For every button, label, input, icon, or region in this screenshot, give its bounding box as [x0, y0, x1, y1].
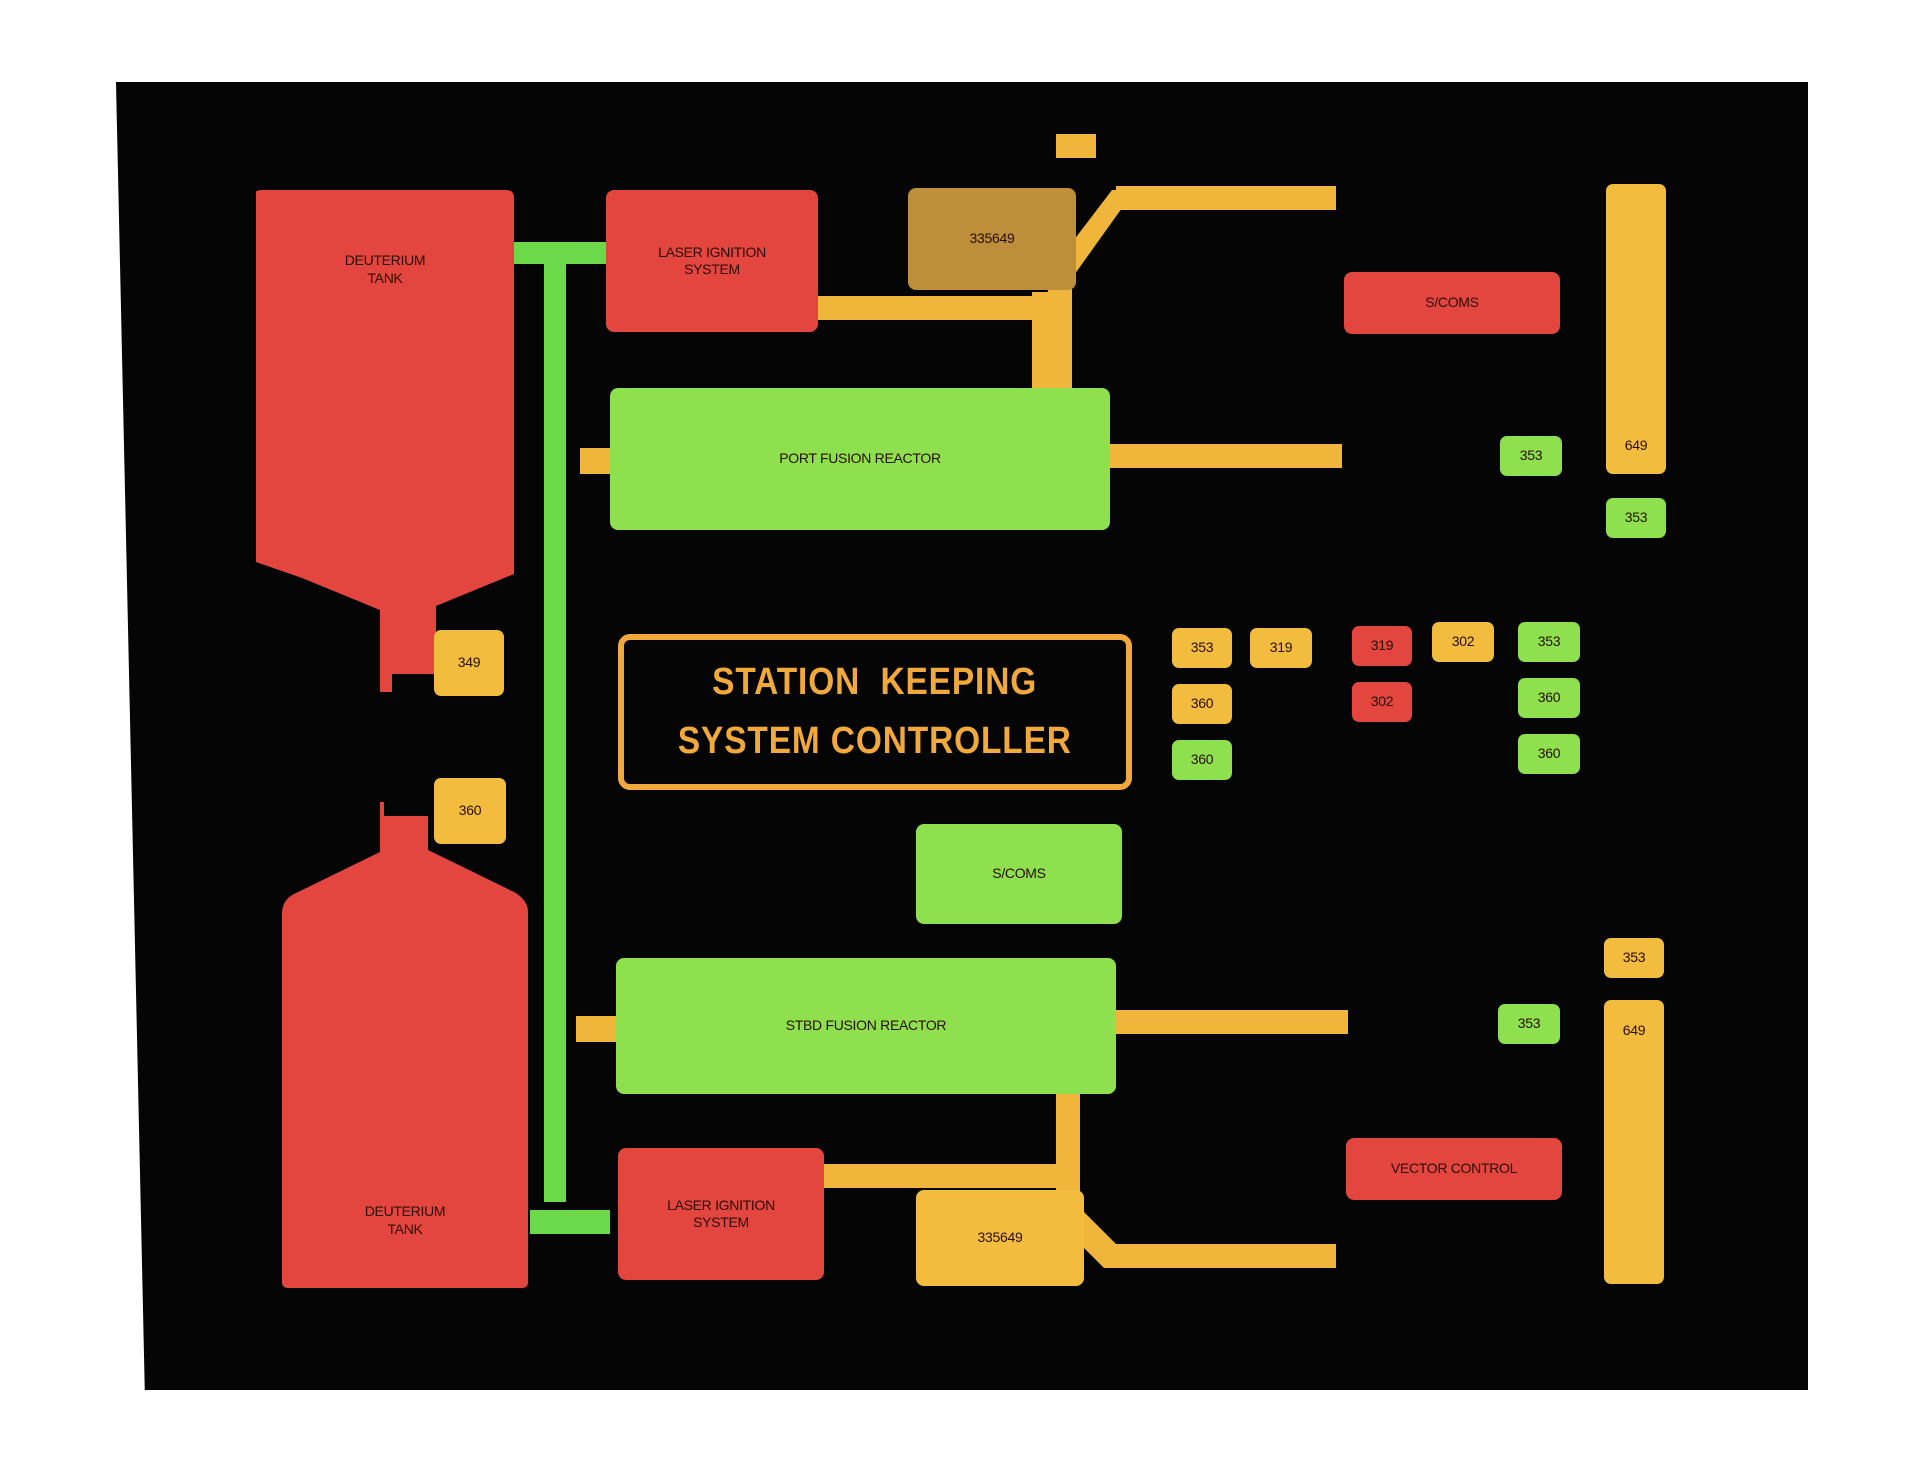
deuterium-tank-bottom: DEUTERIUM TANK [364, 1203, 446, 1237]
port-fusion-reactor: PORT FUSION REACTOR [610, 388, 1110, 530]
scoms-top: S/COMS [1344, 272, 1560, 334]
tank-shapes [256, 190, 528, 1288]
grid-tag-6: 360 [1172, 684, 1232, 724]
green-line-vertical [544, 262, 566, 1202]
grid-tag-10: 360 [1518, 734, 1580, 774]
tag-353-stbd-upper: 353 [1604, 938, 1664, 978]
yellow-line-stbd-feed [576, 1016, 616, 1042]
code-box-top: 335649 [908, 188, 1076, 290]
yellow-line-laser-bottom [816, 1164, 1078, 1188]
tag-349: 349 [434, 630, 504, 696]
grid-tag-2: 319 [1250, 628, 1312, 668]
grid-tag-8: 360 [1518, 678, 1580, 718]
green-line-top-tank [510, 242, 606, 264]
yellow-line-top-stub [1056, 134, 1096, 158]
yellow-line-laser-top [816, 296, 1052, 320]
tag-353-stbd: 353 [1498, 1004, 1560, 1044]
deuterium-tank-bottom-shape [282, 802, 528, 1288]
code-box-bottom: 335649 [916, 1190, 1084, 1286]
laser-ignition-bottom: LASER IGNITION SYSTEM [618, 1148, 824, 1280]
title-frame: STATION KEEPING SYSTEM CONTROLLER [618, 634, 1132, 790]
tag-649-bottom: 649 [1604, 1000, 1664, 1284]
deuterium-tank-top-shape [256, 190, 514, 692]
yellow-pipe-top-horizontal [1116, 186, 1336, 210]
grid-tag-4: 302 [1432, 622, 1494, 662]
laser-ignition-top: LASER IGNITION SYSTEM [606, 190, 818, 332]
control-panel: DEUTERIUM TANK DEUTERIUM TANK 349 360 LA… [116, 82, 1808, 1390]
grid-tag-1: 353 [1172, 628, 1232, 668]
grid-tag-9: 360 [1172, 740, 1232, 780]
stbd-fusion-reactor: STBD FUSION REACTOR [616, 958, 1116, 1094]
green-line-bottom-joint [554, 1210, 576, 1234]
grid-tag-3: 319 [1352, 626, 1412, 666]
deuterium-tank-top: DEUTERIUM TANK [344, 252, 426, 286]
tag-353-right: 353 [1606, 498, 1666, 538]
grid-tag-7: 302 [1352, 682, 1412, 722]
title-line-2: SYSTEM CONTROLLER [678, 720, 1072, 762]
scoms-center: S/COMS [916, 824, 1122, 924]
title-line-1: STATION KEEPING [712, 661, 1038, 704]
tag-353-port: 353 [1500, 436, 1562, 476]
yellow-pipe-bottom-loop [1056, 1042, 1336, 1268]
vector-control: VECTOR CONTROL [1346, 1138, 1562, 1200]
tag-360-tank: 360 [434, 778, 506, 844]
tag-649-top: 649 [1606, 184, 1666, 474]
grid-tag-5: 353 [1518, 622, 1580, 662]
